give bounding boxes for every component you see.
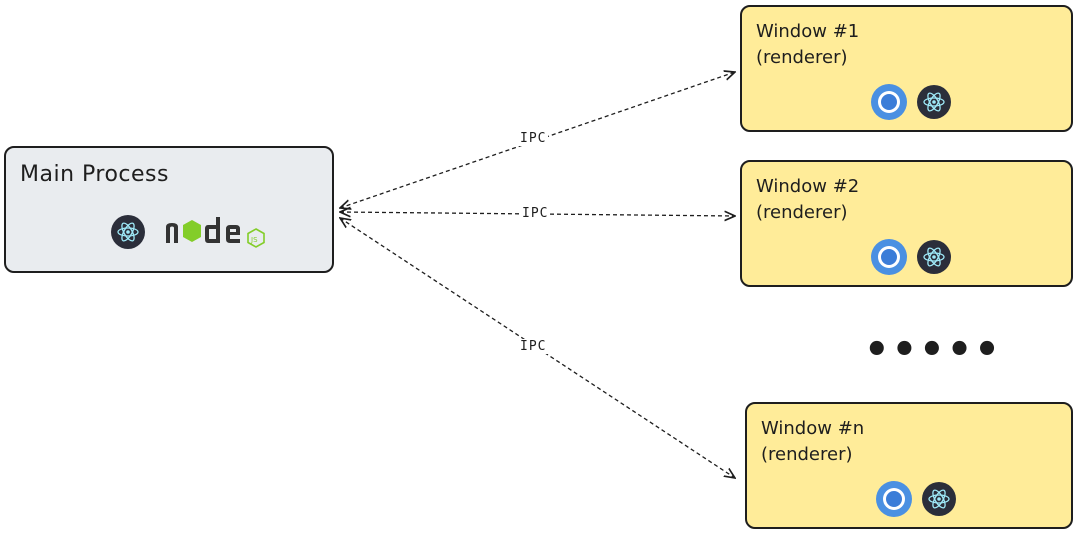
svg-text:JS: JS xyxy=(250,236,258,244)
ipc-arrow-window-n xyxy=(340,218,735,478)
electron-icon xyxy=(916,84,952,124)
chromium-icon xyxy=(870,238,908,280)
electron-icon xyxy=(110,214,146,254)
chromium-icon xyxy=(875,480,913,522)
ipc-label-3: IPC xyxy=(518,339,549,354)
window-1-title: Window #1 (renderer) xyxy=(756,21,860,68)
main-process-title: Main Process xyxy=(20,162,169,187)
window-2-box: Window #2 (renderer) xyxy=(740,160,1073,287)
electron-icon xyxy=(916,239,952,279)
electron-icon xyxy=(921,481,957,521)
window-n-title: Window #n (renderer) xyxy=(761,418,865,465)
main-process-icons: JS xyxy=(110,214,294,254)
more-windows-ellipsis: ••••• xyxy=(864,327,1002,373)
window-2-icons xyxy=(870,238,952,280)
window-1-icons xyxy=(870,83,952,125)
window-1-box: Window #1 (renderer) xyxy=(740,5,1073,132)
main-process-box: Main Process xyxy=(4,146,334,273)
chromium-icon xyxy=(870,83,908,125)
ipc-label-2: IPC xyxy=(520,206,551,221)
window-n-box: Window #n (renderer) xyxy=(745,402,1073,529)
window-n-icons xyxy=(875,480,957,522)
nodejs-logo: JS xyxy=(164,215,294,253)
window-2-title: Window #2 (renderer) xyxy=(756,176,860,223)
ipc-label-1: IPC xyxy=(518,131,549,146)
